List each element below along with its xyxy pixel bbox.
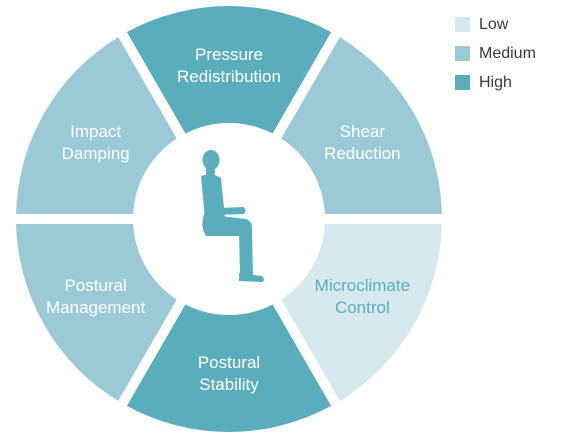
legend-swatch-medium [455, 46, 470, 61]
legend-label-medium: Medium [479, 44, 536, 62]
legend-label-low: Low [479, 15, 509, 33]
segment-impact-damping [16, 37, 177, 215]
wheel-segments [16, 6, 442, 433]
legend-swatch-low [455, 17, 470, 32]
legend-label-high: High [479, 73, 512, 91]
segment-shear-reduction [281, 37, 442, 215]
seated-person-icon [201, 150, 264, 282]
legend-item-medium: Medium [455, 39, 536, 68]
segment-postural-management [16, 223, 177, 401]
segment-postural-stability [126, 304, 332, 433]
segment-pressure-redistribution [126, 6, 332, 134]
legend-item-high: High [455, 68, 536, 97]
segment-microclimate-control [281, 223, 442, 401]
legend-item-low: Low [455, 10, 536, 39]
legend-swatch-high [455, 75, 470, 90]
